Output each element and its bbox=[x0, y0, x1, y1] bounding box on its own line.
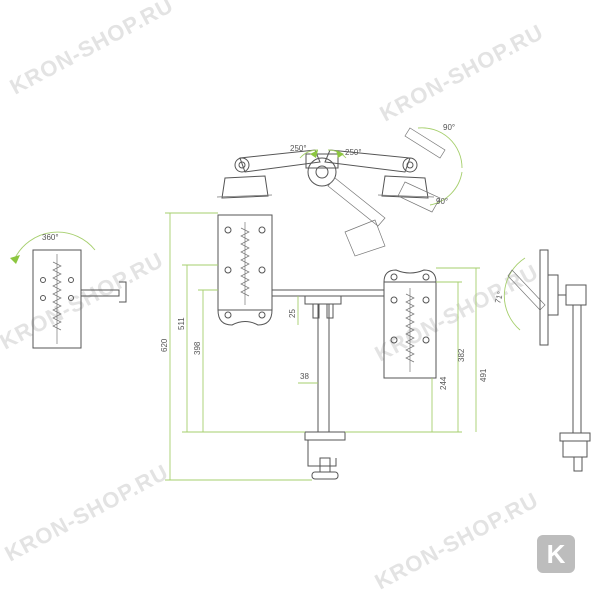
front-plate-left-teeth bbox=[240, 227, 250, 297]
top-center-base bbox=[307, 157, 337, 187]
rotate-marker bbox=[10, 255, 20, 264]
top-center-base-inner bbox=[315, 165, 329, 179]
side-plate-teeth bbox=[52, 261, 62, 331]
dimension-lines: 620 511 398 25 38 244 382 491 bbox=[160, 212, 488, 481]
watermark-3: KRON-SHOP.RU bbox=[0, 247, 168, 354]
pole-cap bbox=[304, 295, 342, 305]
clamp-body bbox=[307, 440, 337, 467]
brand-logo: K bbox=[537, 535, 575, 573]
front-right-knob-2 bbox=[422, 273, 430, 281]
front-left-knob-1 bbox=[224, 311, 232, 319]
top-view: 250° 250° 90° 90° bbox=[216, 123, 463, 257]
dim-label-25: 25 bbox=[288, 309, 297, 318]
dim-label-491: 491 bbox=[479, 368, 488, 382]
side-hole-2 bbox=[68, 277, 74, 283]
top-joint-left-inner bbox=[238, 161, 246, 169]
front-left-hole-1 bbox=[224, 226, 232, 234]
dim-label-511: 511 bbox=[177, 317, 186, 330]
front-left-hole-2 bbox=[258, 226, 266, 234]
front-right-head bbox=[383, 269, 437, 283]
front-right-hole-1 bbox=[390, 296, 398, 304]
top-head-right bbox=[381, 175, 429, 199]
label-tilt-bottom: 90° bbox=[436, 197, 448, 206]
side-view-right: 71° bbox=[493, 249, 591, 472]
dim-label-38: 38 bbox=[300, 372, 309, 381]
front-left-hole-4 bbox=[258, 266, 266, 274]
side-hole-4 bbox=[68, 295, 74, 301]
front-plate-left bbox=[217, 214, 273, 311]
pole bbox=[317, 303, 330, 433]
side-arm bbox=[80, 289, 120, 297]
side-clamp-top bbox=[559, 432, 591, 442]
top-ghost-head-2 bbox=[397, 181, 441, 213]
front-left-head bbox=[217, 309, 273, 326]
dim-label-620: 620 bbox=[160, 338, 169, 352]
side-clamp-body bbox=[562, 440, 588, 458]
side-panel-bracket bbox=[547, 274, 559, 316]
tilt-arc-top bbox=[417, 127, 463, 169]
top-ghost-arm-2 bbox=[404, 127, 446, 159]
label-swivel-left: 250° bbox=[290, 144, 307, 153]
dim-label-382: 382 bbox=[457, 348, 466, 362]
side-clamp bbox=[119, 281, 127, 303]
clamp-screw bbox=[319, 457, 331, 473]
front-right-hole-3 bbox=[390, 336, 398, 344]
top-arm-right bbox=[324, 149, 411, 173]
label-swivel-right: 250° bbox=[345, 148, 362, 157]
clamp-knob bbox=[311, 471, 339, 480]
side-plate bbox=[32, 249, 82, 349]
front-left-knob-2 bbox=[258, 311, 266, 319]
top-plate-left bbox=[216, 194, 273, 198]
tilt-side-arc bbox=[503, 257, 526, 331]
front-arm bbox=[271, 289, 385, 297]
top-ghost-head-1 bbox=[344, 219, 386, 257]
front-right-hole-2 bbox=[422, 296, 430, 304]
watermark-layer: KRON-SHOP.RU KRON-SHOP.RU KRON-SHOP.RU K… bbox=[0, 0, 548, 594]
front-right-hole-4 bbox=[422, 336, 430, 344]
rotate-arc bbox=[14, 231, 96, 259]
watermark-2: KRON-SHOP.RU bbox=[376, 19, 548, 126]
pole-cap-right-tab bbox=[326, 303, 334, 319]
watermark-6: KRON-SHOP.RU bbox=[371, 487, 543, 594]
pole-cap-left-tab bbox=[312, 303, 320, 319]
top-head-left bbox=[221, 175, 269, 199]
top-joint-right bbox=[402, 157, 418, 173]
label-rotate-left: 360° bbox=[42, 233, 59, 242]
side-clamp-screw bbox=[573, 456, 583, 472]
watermark-5: KRON-SHOP.RU bbox=[1, 459, 173, 566]
top-center-block bbox=[305, 153, 339, 169]
label-tilt-side: 71° bbox=[493, 290, 505, 304]
side-hole-3 bbox=[40, 295, 46, 301]
front-right-knob-1 bbox=[390, 273, 398, 281]
front-plate-right-teeth bbox=[405, 293, 415, 363]
side-panel bbox=[539, 249, 549, 346]
side-hole-1 bbox=[40, 277, 46, 283]
clamp-top bbox=[304, 431, 346, 441]
side-pole bbox=[572, 304, 582, 434]
front-view bbox=[217, 214, 437, 480]
side-view-left: 360° bbox=[10, 231, 127, 349]
swivel-marker-right bbox=[336, 150, 344, 158]
swivel-marker-left bbox=[310, 150, 318, 158]
dim-label-398: 398 bbox=[193, 341, 202, 355]
label-tilt-top: 90° bbox=[443, 123, 455, 132]
top-joint-right-inner bbox=[406, 161, 414, 169]
front-plate-right bbox=[383, 281, 437, 379]
top-joint-left bbox=[234, 157, 250, 173]
dim-label-244: 244 bbox=[439, 376, 448, 390]
front-left-hole-3 bbox=[224, 266, 232, 274]
top-ghost-arm-1 bbox=[327, 177, 386, 227]
side-head-block bbox=[565, 284, 587, 306]
swivel-arc-left bbox=[299, 149, 319, 159]
tilt-arc-bottom bbox=[429, 171, 463, 206]
watermark-1: KRON-SHOP.RU bbox=[6, 0, 178, 99]
top-plate-right bbox=[377, 194, 435, 198]
